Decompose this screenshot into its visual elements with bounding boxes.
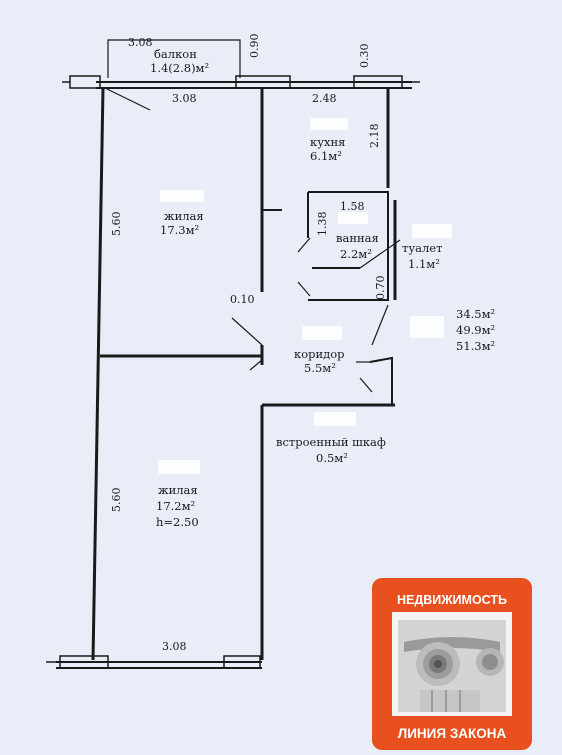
wc-door-swing xyxy=(359,239,401,269)
dim-kitchen-side: 2.18 xyxy=(368,124,381,149)
living2-name: жилая xyxy=(158,483,198,497)
kitchen-name: кухня xyxy=(310,135,345,149)
dim-partition: 0.10 xyxy=(230,293,255,306)
badge-bottom-text: ЛИНИЯ ЗАКОНА xyxy=(398,726,507,741)
living2-door xyxy=(249,359,263,371)
balcony-door-swing xyxy=(104,87,151,111)
closet-outline xyxy=(369,356,393,405)
dim-left-lower: 5.60 xyxy=(110,488,123,513)
redacted-label xyxy=(310,118,348,130)
bath-door xyxy=(297,237,311,253)
walls xyxy=(46,39,420,669)
redacted-label xyxy=(160,190,204,202)
balcony-outline xyxy=(107,39,241,78)
living2-height: h=2.50 xyxy=(156,515,199,529)
closet-door xyxy=(359,377,373,393)
left-outer-wall xyxy=(91,87,105,661)
entry-door-swing xyxy=(371,304,389,346)
right-window xyxy=(353,75,403,89)
badge-top-text: НЕДВИЖИМОСТЬ xyxy=(397,593,507,607)
dim-right-pier: 0.30 xyxy=(358,44,371,69)
brand-badge: НЕДВИЖИМОСТЬ ЛИНИЯ ЗАКОНА xyxy=(372,578,532,750)
living1-area: 17.3м² xyxy=(160,223,199,237)
dim-balcony-top: 3.08 xyxy=(128,36,153,49)
redacted-label xyxy=(158,460,200,474)
wc-name: туалет xyxy=(402,241,442,255)
redacted-label xyxy=(338,212,368,224)
bottom-pier-right xyxy=(223,655,261,669)
corridor-area: 5.5м² xyxy=(304,361,336,375)
bath-name: ванная xyxy=(336,231,379,245)
total-2: 49.9м² xyxy=(456,323,495,337)
wc-door xyxy=(297,281,311,297)
dim-kitchen-top: 2.48 xyxy=(312,92,337,105)
redacted-label xyxy=(410,316,444,338)
redacted-label xyxy=(412,224,452,238)
closet-area: 0.5м² xyxy=(316,451,348,465)
living-door-swing xyxy=(231,317,263,346)
kitchen-area: 6.1м² xyxy=(310,149,342,163)
dim-bath-side: 1.38 xyxy=(316,212,329,237)
dim-bath-top: 1.58 xyxy=(340,200,365,213)
corridor-name: коридор xyxy=(294,347,345,361)
dim-wc-side: 0.70 xyxy=(374,276,387,301)
bath-block xyxy=(308,191,389,301)
living2-area: 17.2м² xyxy=(156,499,195,513)
balcony-name: балкон xyxy=(154,47,197,61)
closet-name: встроенный шкаф xyxy=(276,435,386,449)
balcony-area: 1.4(2.8)м² xyxy=(150,61,209,75)
bottom-pier-left xyxy=(59,655,109,669)
total-1: 34.5м² xyxy=(456,307,495,321)
living1-name: жилая xyxy=(164,209,204,223)
wc-area: 1.1м² xyxy=(408,257,440,271)
dim-balcony-side: 0.90 xyxy=(248,34,261,59)
dim-living-top: 3.08 xyxy=(172,92,197,105)
dim-left-upper: 5.60 xyxy=(110,212,123,237)
redacted-label xyxy=(314,412,356,426)
bath-area: 2.2м² xyxy=(340,247,372,261)
dim-bottom: 3.08 xyxy=(162,640,187,653)
redacted-label xyxy=(302,326,342,340)
total-3: 51.3м² xyxy=(456,339,495,353)
ionic-column-icon xyxy=(398,620,506,712)
